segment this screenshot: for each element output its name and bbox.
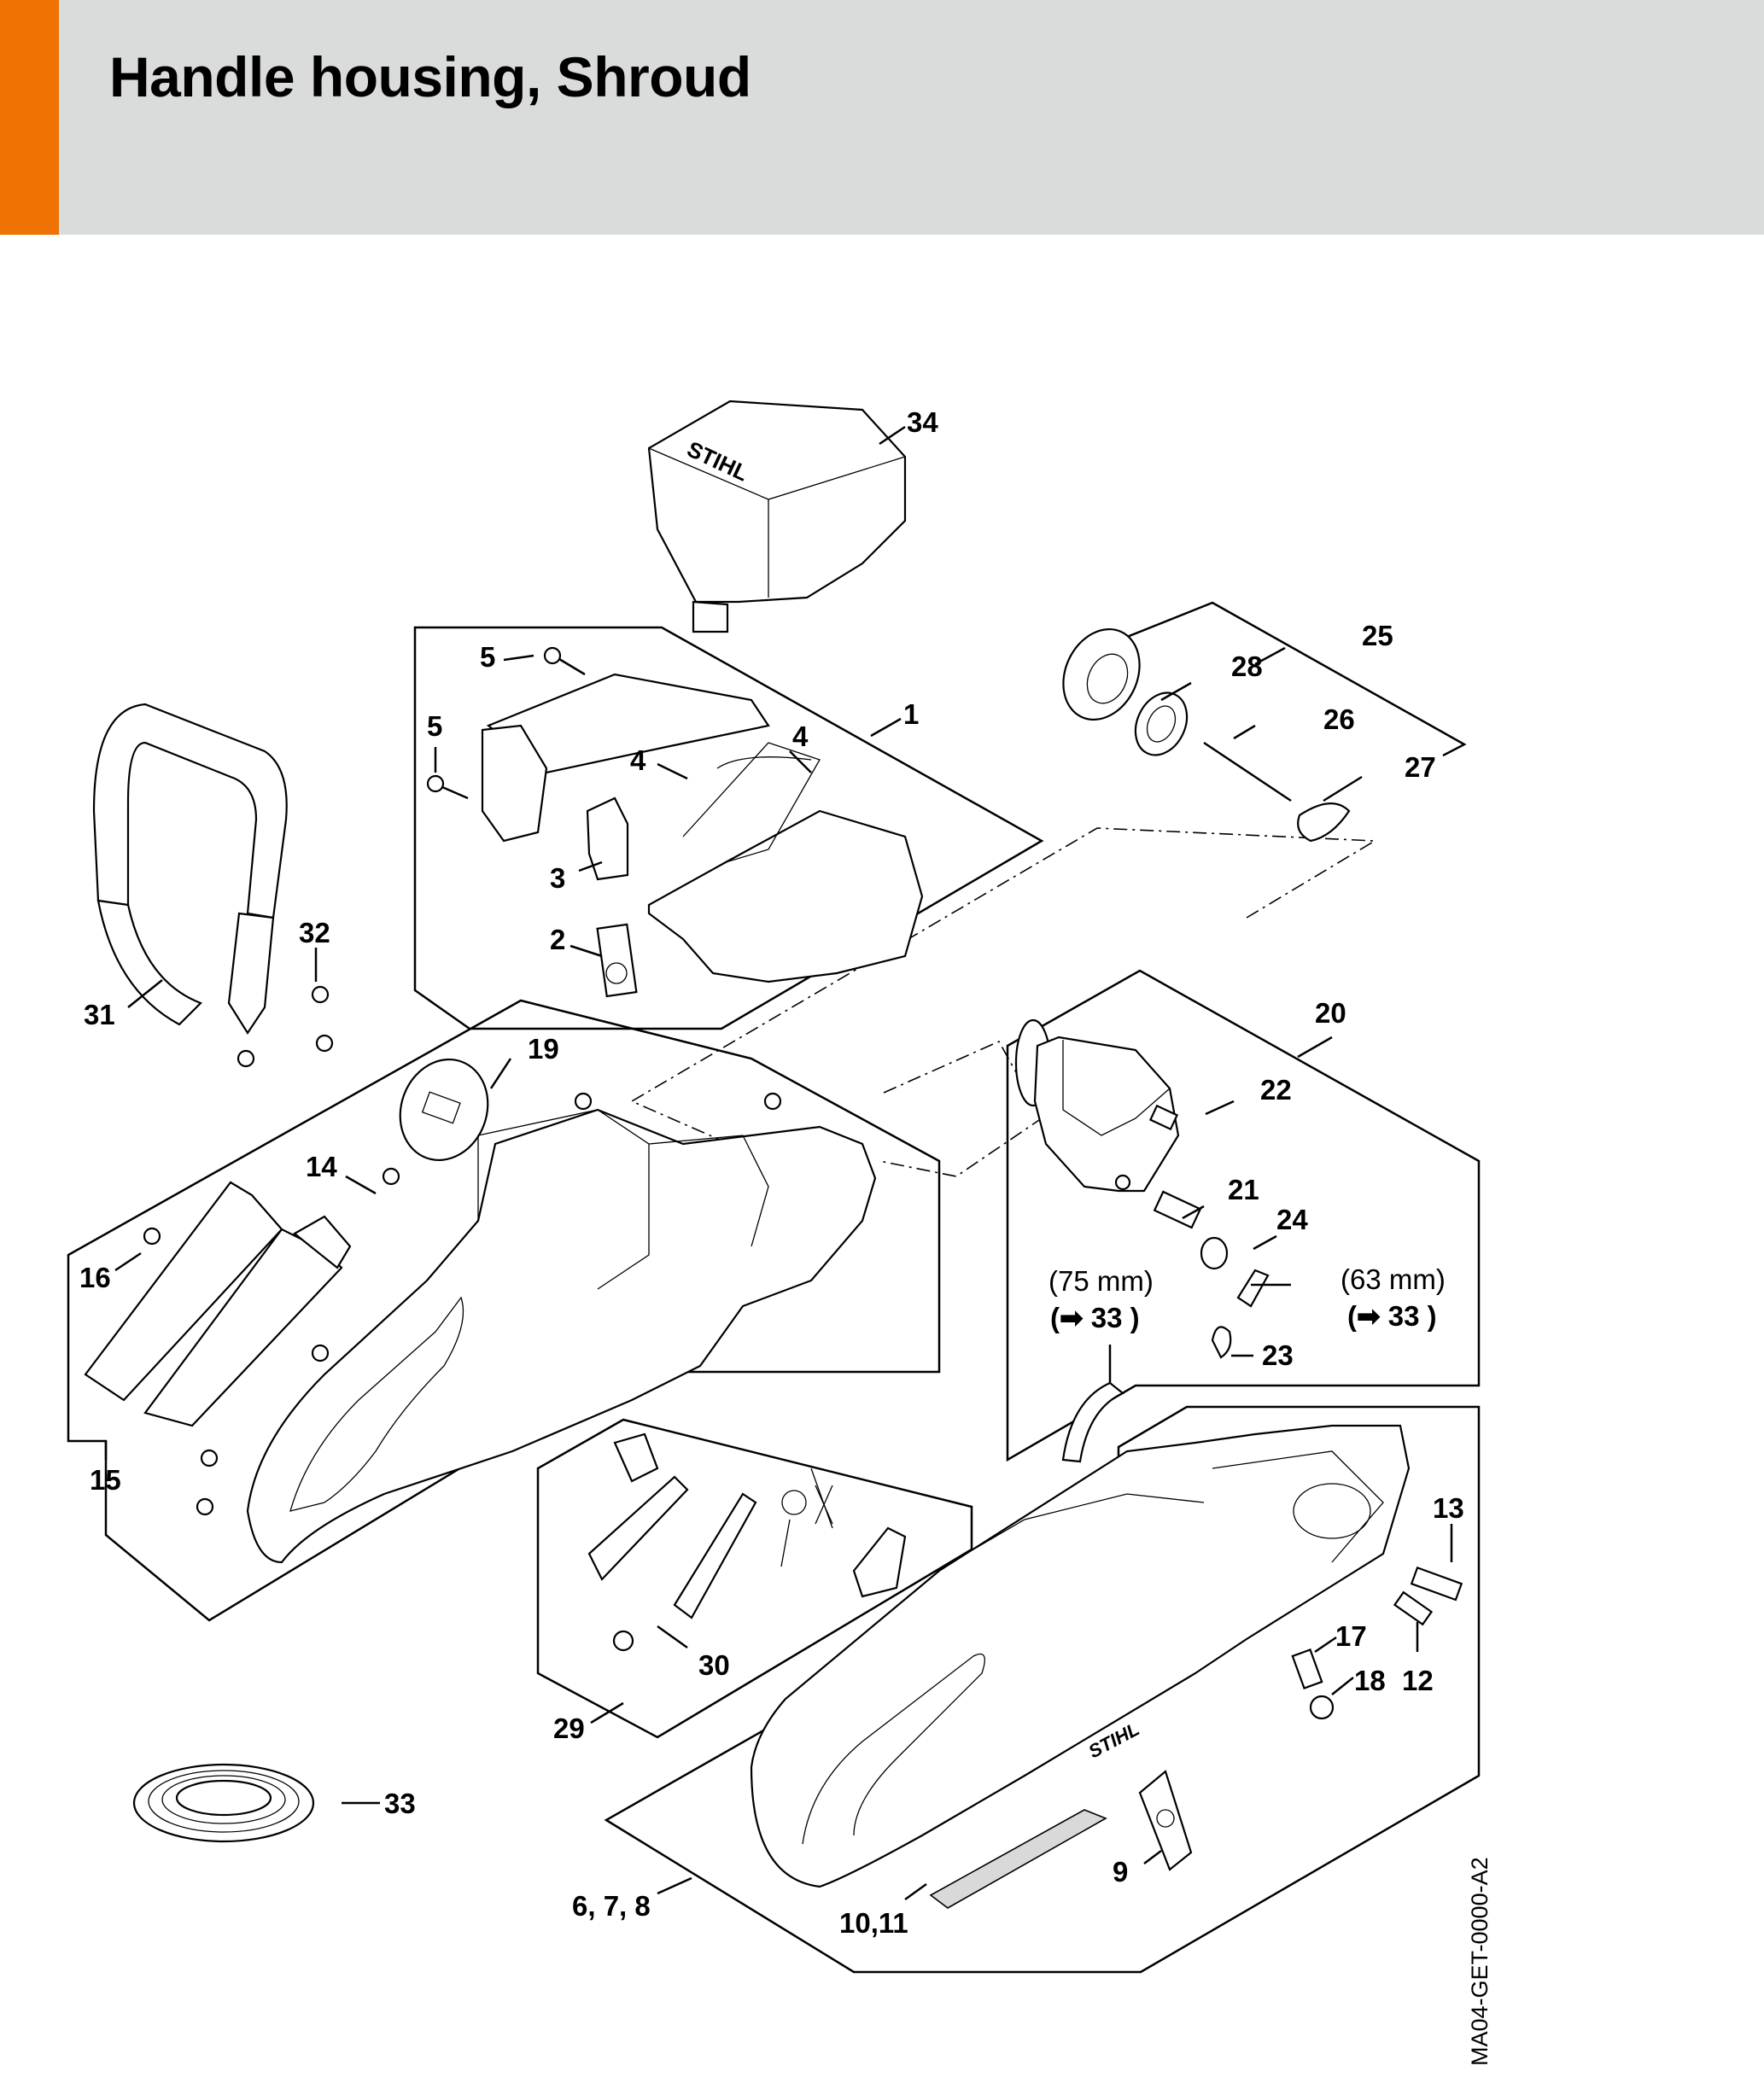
label-part (1138, 1770, 1193, 1871)
callout-12: 12 (1402, 1665, 1434, 1696)
drawing-reference: MA04-GET-0000-A2 (1467, 1857, 1492, 2066)
hose-length-63: (63 mm) (1341, 1263, 1446, 1295)
callout-1: 1 (903, 698, 919, 730)
throttle-parts (587, 1432, 907, 1652)
callout-29: 29 (553, 1712, 585, 1744)
leader-lines (104, 425, 1453, 1901)
callout-4: 4 (630, 744, 646, 776)
hose-ref-63: (➡ 33 ) (1347, 1300, 1437, 1332)
hose-length-75: (75 mm) (1048, 1265, 1154, 1297)
callout-30: 30 (698, 1649, 730, 1681)
group-outline-1 (413, 626, 1044, 1030)
callout-18: 18 (1354, 1665, 1386, 1696)
callout-10-11: 10,11 (839, 1907, 908, 1939)
callout-9: 9 (1113, 1856, 1128, 1888)
callout-14: 14 (306, 1151, 337, 1182)
callout-16: 16 (79, 1262, 111, 1293)
callout-24: 24 (1276, 1204, 1308, 1235)
callout-5: 5 (427, 710, 442, 742)
callout-23: 23 (1262, 1339, 1294, 1371)
screw-part (426, 646, 586, 800)
callout-20: 20 (1315, 997, 1346, 1029)
callout-33: 33 (384, 1788, 416, 1819)
small-fittings-part (1148, 1104, 1270, 1359)
warning-label-part (596, 923, 638, 998)
starter-pulley-part (1062, 627, 1351, 843)
callout-22: 22 (1260, 1074, 1292, 1106)
callout-28: 28 (1231, 651, 1263, 682)
group-outline-25 (1075, 601, 1467, 757)
tank-housing-part (1014, 1018, 1180, 1193)
grip-strip-part (929, 1809, 1107, 1909)
callout-31: 31 (84, 999, 115, 1030)
callout-13: 13 (1433, 1492, 1464, 1524)
chain-guard-part (84, 1181, 352, 1427)
hose-ref-75: (➡ 33 ) (1050, 1302, 1140, 1333)
cover-plate-part (399, 1058, 489, 1162)
shroud-cover-part: STIHL (647, 400, 907, 633)
coiled-hose-part (132, 1763, 315, 1843)
callout-32: 32 (299, 917, 330, 948)
callout-34: 34 (907, 406, 938, 438)
front-handle-part (92, 703, 334, 1068)
callout-6-7-8: 6, 7, 8 (572, 1890, 651, 1922)
handle-housing-part (246, 1108, 877, 1564)
callout-25: 25 (1362, 620, 1393, 651)
callout-26: 26 (1323, 703, 1355, 735)
shroud-part (481, 673, 924, 983)
callout-19: 19 (528, 1033, 559, 1065)
callout-17: 17 (1335, 1620, 1367, 1652)
fasteners-part (1291, 1566, 1463, 1720)
accent-bar (0, 0, 59, 235)
page-title: Handle housing, Shroud (109, 45, 751, 108)
callout-4: 4 (792, 721, 809, 752)
page-header: Handle housing, Shroud (0, 0, 1764, 235)
clip-part (586, 796, 629, 881)
callout-27: 27 (1405, 751, 1436, 783)
callout-15: 15 (90, 1464, 121, 1496)
assembly-line (630, 827, 1377, 1162)
callout-5: 5 (480, 641, 495, 673)
callout-3: 3 (550, 862, 565, 894)
screw-part (143, 1092, 782, 1516)
hose-part (1061, 1381, 1125, 1463)
callout-21: 21 (1228, 1174, 1259, 1205)
callout-2: 2 (550, 924, 565, 955)
group-outline-20 (1006, 969, 1481, 1462)
